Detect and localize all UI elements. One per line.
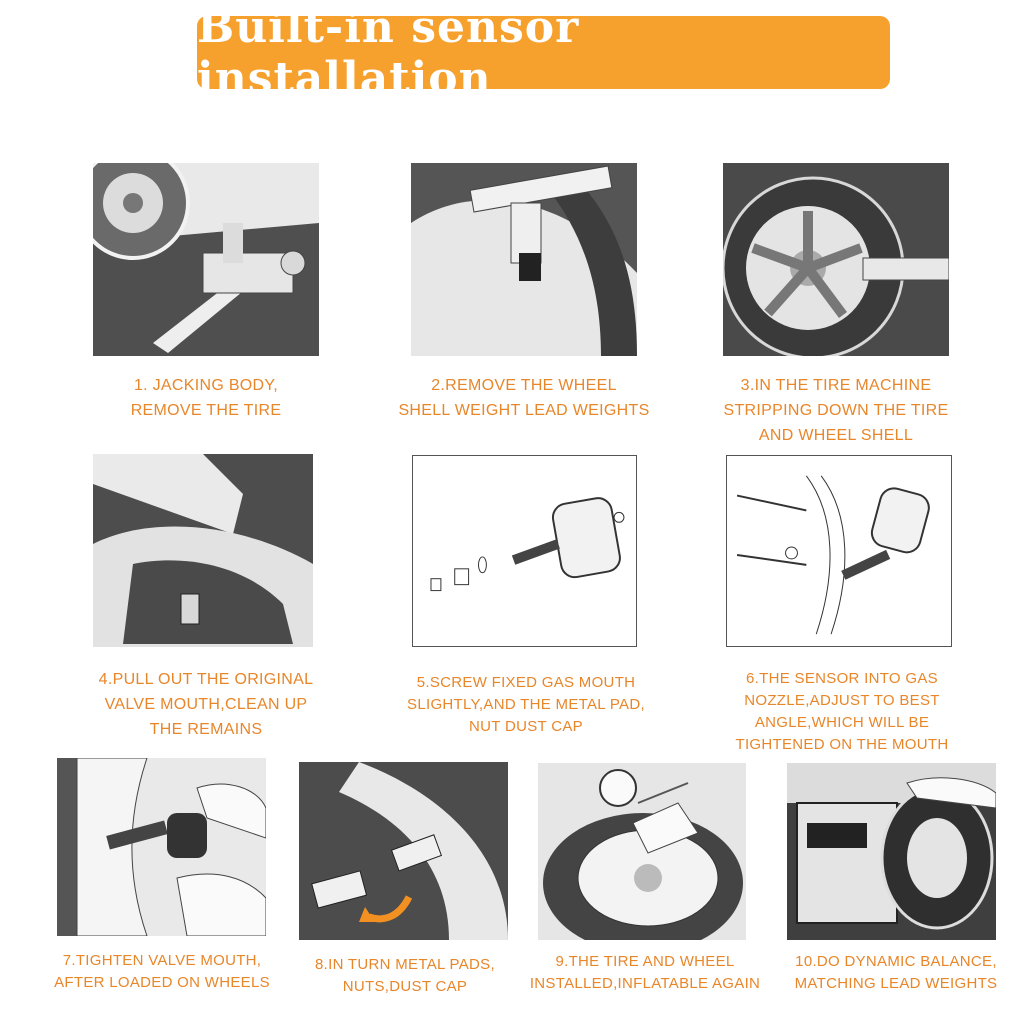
- step-10-caption: 10.DO DYNAMIC BALANCE, MATCHING LEAD WEI…: [794, 953, 998, 992]
- step-8-caption: 8.IN TURN METAL PADS, NUTS,DUST CAP: [315, 956, 495, 995]
- step-10-image: [787, 763, 996, 940]
- step-4-caption: 4.PULL OUT THE ORIGINAL VALVE MOUTH,CLEA…: [98, 671, 314, 738]
- step-1-caption: 1. JACKING BODY, REMOVE THE TIRE: [130, 377, 282, 419]
- step-2-image: [411, 163, 637, 356]
- step-3-caption: 3.IN THE TIRE MACHINE STRIPPING DOWN THE…: [723, 377, 949, 444]
- step-8-image: [299, 762, 508, 940]
- step-3-image: [723, 163, 949, 356]
- title-banner: Built-in sensor installation: [197, 2, 890, 104]
- step-9-caption: 9.THE TIRE AND WHEEL INSTALLED,INFLATABL…: [529, 953, 761, 992]
- step-7-caption: 7.TIGHTEN VALVE MOUTH, AFTER LOADED ON W…: [54, 952, 270, 991]
- step-6-caption: 6.THE SENSOR INTO GAS NOZZLE,ADJUST TO B…: [735, 670, 949, 753]
- step-6-image: [726, 455, 952, 647]
- step-4-image: [93, 454, 313, 647]
- step-5-image: [412, 455, 637, 647]
- step-7-image: [57, 758, 266, 936]
- step-1-image: [93, 163, 319, 356]
- step-9-image: [538, 763, 746, 940]
- step-2-caption: 2.REMOVE THE WHEEL SHELL WEIGHT LEAD WEI…: [398, 377, 650, 419]
- step-5-caption: 5.SCREW FIXED GAS MOUTH SLIGHTLY,AND THE…: [407, 674, 645, 735]
- page-title: Built-in sensor installation: [197, 1, 580, 104]
